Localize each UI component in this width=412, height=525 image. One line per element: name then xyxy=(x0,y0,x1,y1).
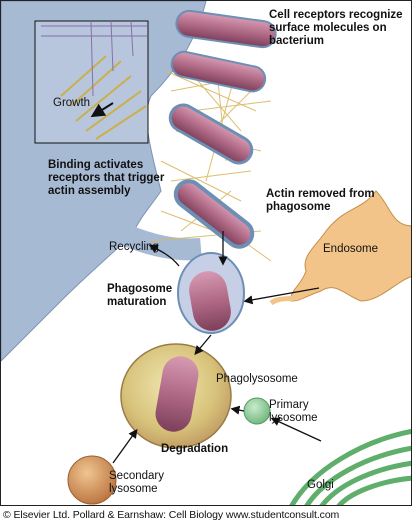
label-actin-removed: Actin removed from phagosome xyxy=(266,188,375,213)
primary-lysosome xyxy=(243,397,271,425)
secondary-lysosome xyxy=(67,455,117,505)
copyright-footer: © Elsevier Ltd. Pollard & Earnshaw: Cell… xyxy=(3,509,340,521)
label-growth: Growth xyxy=(53,97,91,109)
label-cell-receptors: Cell receptors recognize surface molecul… xyxy=(269,9,403,47)
diagram-panel: Cell receptors recognize surface molecul… xyxy=(0,0,412,506)
label-golgi: Golgi xyxy=(307,479,334,491)
label-phagolysosome: Phagolysosome xyxy=(216,373,298,385)
growth-arrow xyxy=(90,102,114,118)
bacterium-2 xyxy=(170,50,267,93)
phagocytosis-illustration xyxy=(1,1,411,505)
label-degradation: Degradation xyxy=(161,443,229,455)
label-recycling: Recycling xyxy=(109,241,159,253)
golgi-stack xyxy=(289,428,411,505)
label-binding: Binding activates receptors that trigger… xyxy=(48,159,165,197)
label-secondary-lysosome: Secondary lysosome xyxy=(109,470,164,495)
bacterium-4 xyxy=(173,179,255,249)
label-primary-lysosome: Primary lysosome xyxy=(269,399,318,424)
bacterium-3 xyxy=(168,103,254,165)
bacterium-1 xyxy=(175,9,277,49)
label-endosome: Endosome xyxy=(323,243,378,255)
endosome xyxy=(290,190,411,302)
label-phagosome-maturation: Phagosome maturation xyxy=(107,283,173,308)
